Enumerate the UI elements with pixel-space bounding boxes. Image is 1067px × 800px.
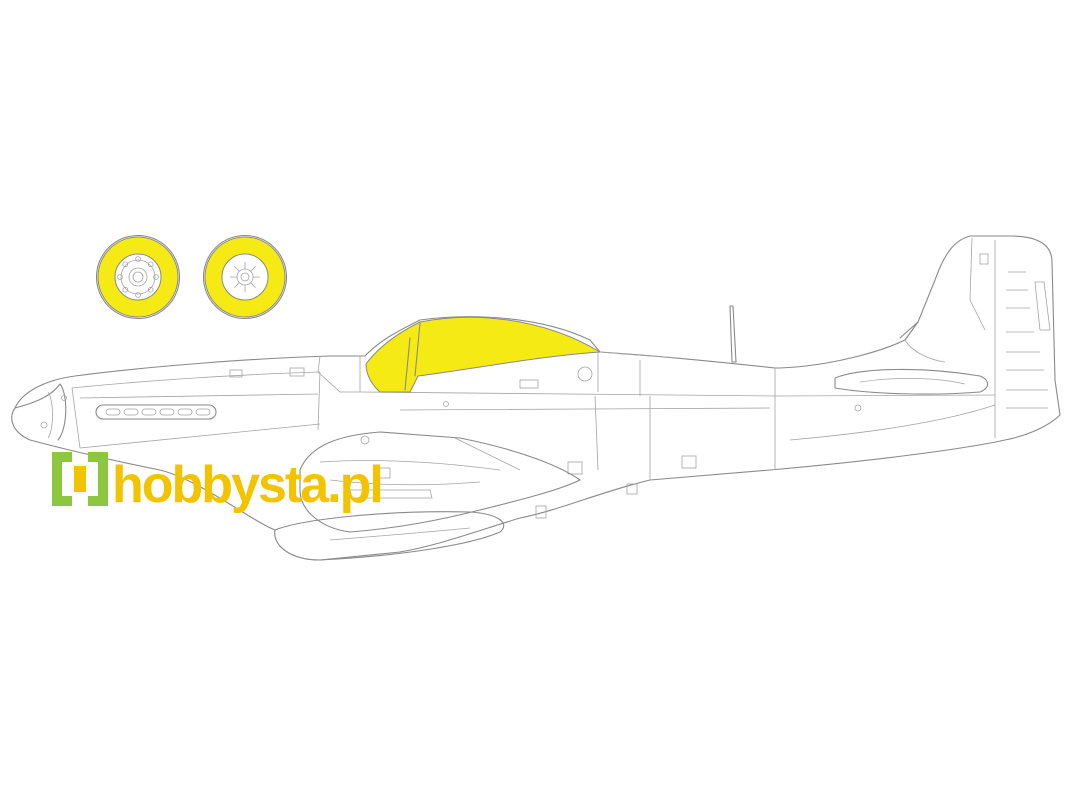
fuselage-outline [11, 235, 1061, 561]
rudder-hinges [1006, 271, 1048, 409]
left-wheel-mask [95, 234, 181, 320]
canopy-mask [365, 316, 681, 393]
aircraft-profile [11, 235, 1061, 561]
right-wheel-mask [202, 234, 288, 320]
exhaust-stacks [95, 404, 217, 420]
wing-outline [299, 431, 581, 533]
hobbysta-logo-icon [52, 452, 108, 506]
watermark-text: hobbysta.pl [112, 456, 382, 514]
hobbysta-watermark: hobbysta.pl [52, 452, 384, 514]
